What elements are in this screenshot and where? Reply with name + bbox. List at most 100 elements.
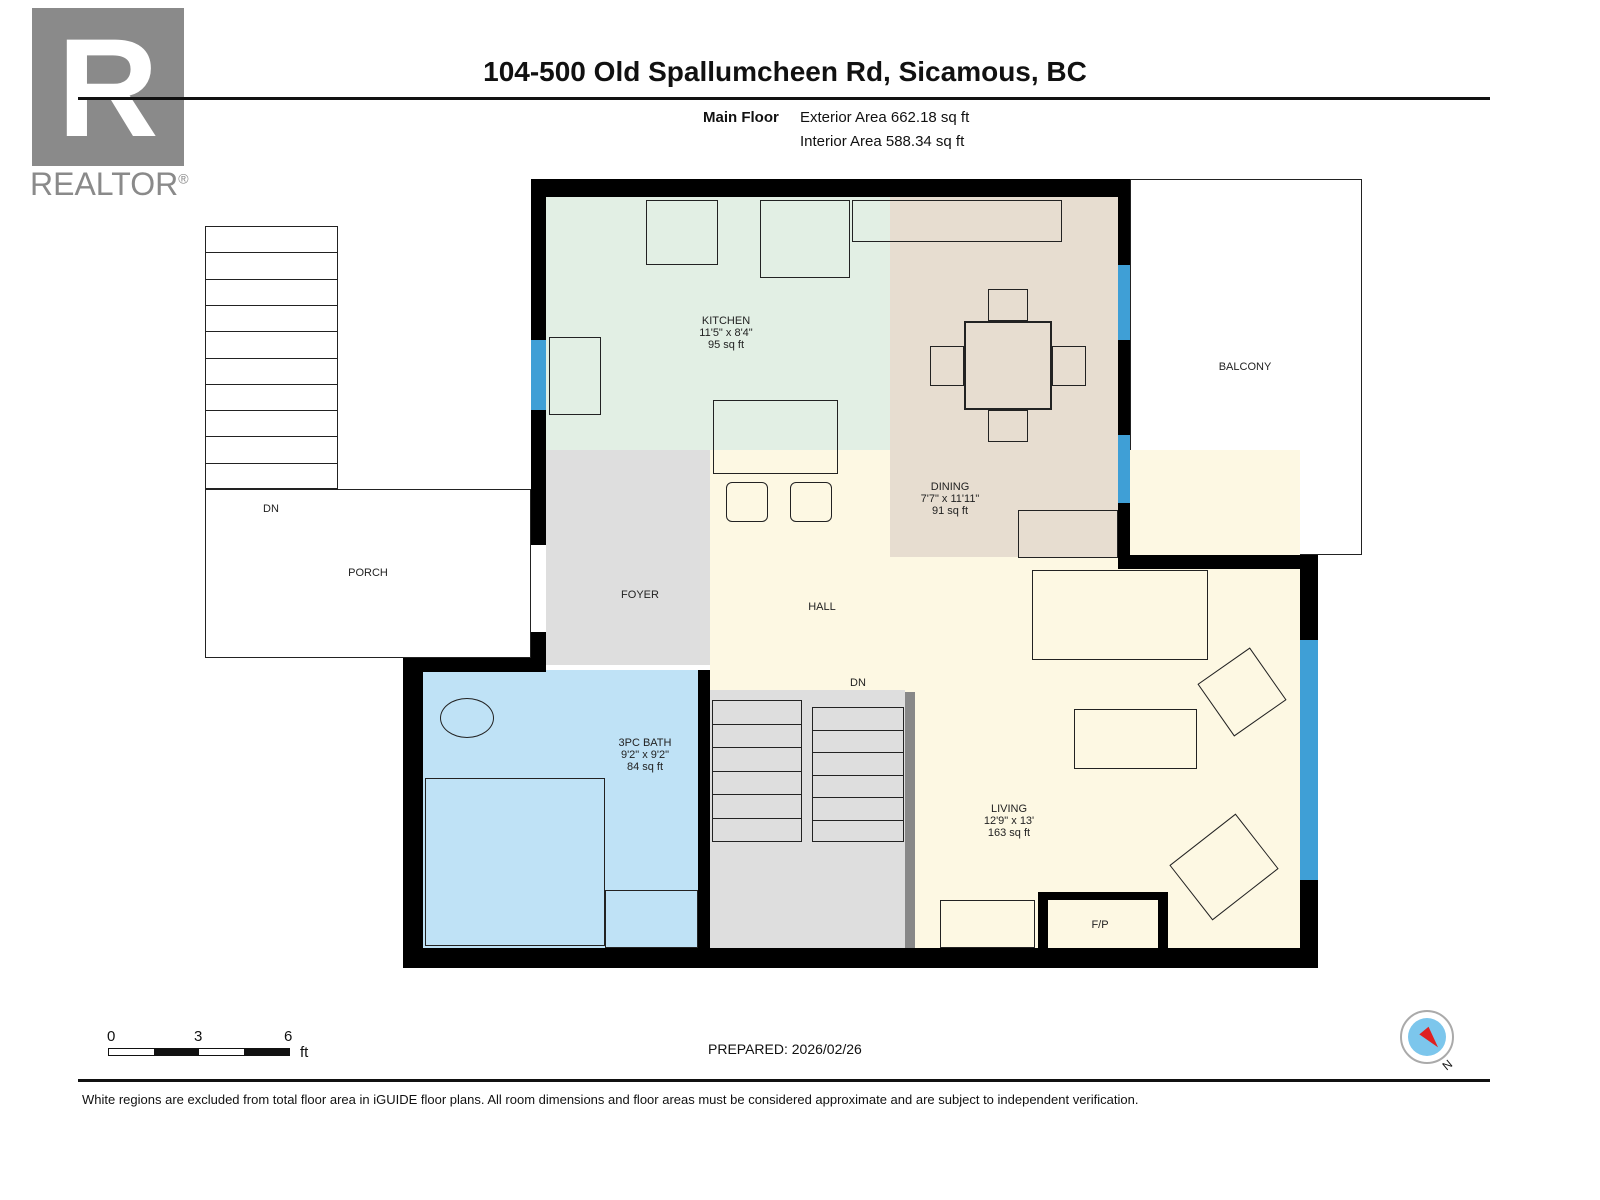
- scale-unit: ft: [300, 1044, 309, 1061]
- logo-text: REALTOR: [30, 166, 179, 202]
- stair-tread: [205, 331, 338, 333]
- bathtub: [425, 778, 605, 946]
- kitchen-floor: [546, 197, 890, 450]
- exterior-area: Exterior Area 662.18 sq ft: [800, 109, 970, 126]
- floor-name: Main Floor: [703, 109, 779, 126]
- wall: [1038, 892, 1048, 948]
- prepared-date: PREPARED: 2026/02/26: [708, 1041, 862, 1057]
- room-name: KITCHEN: [701, 315, 751, 327]
- room-area: 95 sq ft: [707, 339, 745, 351]
- logo-mark: ®: [178, 170, 189, 187]
- wall: [1118, 555, 1318, 569]
- window: [1300, 640, 1318, 880]
- scale-tick-0: 0: [107, 1028, 116, 1045]
- room-name: DINING: [930, 481, 970, 493]
- scale-tick-3: 3: [194, 1028, 203, 1045]
- stair-tread: [712, 747, 802, 748]
- page-title: 104-500 Old Spallumcheen Rd, Sicamous, B…: [483, 56, 1087, 87]
- stairs-down-label: DN: [263, 503, 279, 515]
- stair-tread: [205, 357, 338, 359]
- kitchen-island: [713, 400, 838, 474]
- stair-tread: [812, 797, 904, 798]
- stair-tread: [812, 819, 904, 821]
- room-dims: 12'9" x 13': [983, 815, 1035, 827]
- fireplace-label: F/P: [1091, 919, 1109, 931]
- compass-north-label: N: [1439, 1056, 1456, 1074]
- stool: [790, 482, 832, 522]
- stair-tread: [712, 723, 802, 725]
- stove: [646, 200, 718, 265]
- room-label-hall: HALL: [808, 601, 836, 613]
- room-label-balcony: BALCONY: [1218, 361, 1272, 373]
- chair: [930, 346, 964, 386]
- footer-rule: [78, 1079, 1490, 1082]
- fridge: [760, 200, 850, 278]
- stair-tread: [205, 462, 338, 464]
- stair-rail: [905, 692, 915, 948]
- header-rule: [78, 97, 1490, 100]
- wall: [698, 670, 710, 948]
- stool: [726, 482, 768, 522]
- room-dims: 9'2" x 9'2": [620, 749, 670, 761]
- wall: [1038, 892, 1168, 900]
- stair-tread: [205, 436, 338, 438]
- room-label-porch: PORCH: [348, 567, 388, 579]
- stair-tread: [812, 774, 904, 776]
- sofa: [1032, 570, 1208, 660]
- stair-tread: [205, 383, 338, 385]
- room-name: LIVING: [990, 803, 1028, 815]
- stairs-down-label: DN: [850, 677, 866, 689]
- sink: [549, 337, 601, 415]
- stair-tread: [812, 752, 904, 753]
- stair-well: [710, 690, 905, 948]
- window: [1118, 435, 1130, 503]
- footer-disclaimer: White regions are excluded from total fl…: [82, 1092, 1139, 1107]
- wall: [531, 179, 1130, 197]
- realtor-logo: R: [32, 8, 184, 166]
- scale-bar: [108, 1048, 290, 1056]
- vanity: [605, 890, 698, 948]
- window: [1118, 265, 1130, 340]
- wall: [1158, 892, 1168, 948]
- realtor-r-icon: R: [57, 9, 159, 166]
- room-dims: 7'7" x 11'11": [920, 493, 980, 505]
- coffee-table: [1074, 709, 1197, 769]
- room-label-foyer: FOYER: [621, 589, 659, 601]
- chair: [988, 410, 1028, 442]
- scale-tick-6: 6: [284, 1028, 293, 1045]
- chair: [988, 289, 1028, 321]
- porch: [205, 489, 531, 658]
- realtor-wordmark: REALTOR®: [30, 166, 189, 203]
- chair: [1052, 346, 1086, 386]
- wall: [403, 658, 423, 968]
- compass-icon: [1400, 1010, 1454, 1064]
- interior-stairs: [712, 700, 802, 842]
- toilet: [440, 698, 494, 738]
- dining-floor: [890, 197, 1118, 557]
- stair-tread: [812, 729, 904, 731]
- desk: [1018, 510, 1118, 558]
- stair-tread: [712, 770, 802, 772]
- stair-tread: [205, 410, 338, 412]
- wall: [1118, 179, 1130, 567]
- counter: [852, 200, 1062, 242]
- room-area: 91 sq ft: [931, 505, 969, 517]
- stair-tread: [205, 278, 338, 280]
- room-area: 163 sq ft: [987, 827, 1031, 839]
- wall: [403, 948, 1318, 968]
- interior-area: Interior Area 588.34 sq ft: [800, 133, 965, 150]
- room-dims: 11'5" x 8'4": [699, 327, 753, 339]
- tv-stand: [940, 900, 1035, 948]
- foyer-floor: [546, 450, 710, 665]
- interior-stairs: [812, 707, 904, 842]
- stair-tread: [712, 794, 802, 795]
- room-name: 3PC BATH: [618, 737, 672, 749]
- dining-table: [964, 321, 1052, 410]
- stair-tread: [205, 252, 338, 254]
- wall: [403, 658, 546, 672]
- room-area: 84 sq ft: [626, 761, 664, 773]
